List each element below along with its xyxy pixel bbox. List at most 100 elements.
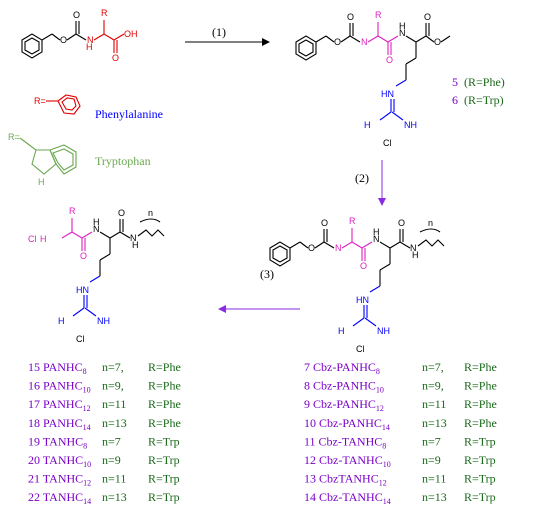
svg-text:R: R bbox=[375, 10, 382, 20]
svg-text:H: H bbox=[399, 21, 406, 31]
compound-n: n=9 bbox=[422, 453, 441, 467]
compound-row: 18 PANHC14 bbox=[28, 416, 91, 432]
compound-n: n=9 bbox=[102, 453, 121, 467]
compound-r: R=Trp bbox=[464, 490, 496, 504]
compound-n: n=7 bbox=[102, 434, 121, 448]
compound-r: R=Phe bbox=[148, 416, 181, 430]
step-2-label: (2) bbox=[355, 171, 369, 185]
final-amphiphile: Cl H R O N H O N H n HN H NH Cl bbox=[28, 206, 165, 344]
svg-text:NH: NH bbox=[377, 326, 390, 336]
cbz-amino-acid: O O H N R O OH bbox=[21, 8, 138, 63]
compound-row: 7 Cbz-PANHC8 bbox=[304, 360, 380, 376]
step-3-label: (3) bbox=[260, 267, 274, 281]
compound-r: R=Trp bbox=[148, 434, 180, 448]
svg-text:O: O bbox=[321, 218, 328, 228]
svg-text:N: N bbox=[130, 233, 137, 243]
compound-r: R=Phe bbox=[148, 360, 181, 374]
step-1-label: (1) bbox=[212, 25, 226, 39]
svg-text:NH: NH bbox=[97, 316, 110, 326]
svg-text:n: n bbox=[428, 218, 433, 228]
compound-r: R=Trp bbox=[464, 472, 496, 486]
svg-text:O: O bbox=[424, 12, 431, 22]
tryptophan-sidechain: R= H Tryptophan bbox=[8, 132, 151, 187]
compound-n: n=11 bbox=[422, 397, 446, 411]
acid-oh: OH bbox=[124, 29, 138, 39]
compound-n: n=13 bbox=[422, 490, 447, 504]
svg-text:H: H bbox=[132, 240, 139, 250]
protected-compound-list: 7 Cbz-PANHC8 n=7, R=Phe 8 Cbz-PANHC10 n=9, R=… bbox=[304, 360, 497, 505]
svg-text:H: H bbox=[412, 250, 419, 260]
compound-n: n=13 bbox=[102, 416, 127, 430]
compound-row: 9 Cbz-PANHC12 bbox=[304, 397, 384, 413]
compound-n: n=13 bbox=[102, 490, 127, 504]
svg-text:HN: HN bbox=[356, 295, 369, 305]
compound-r: R=Phe bbox=[148, 397, 181, 411]
compound-n: n=11 bbox=[102, 397, 126, 411]
compound-r: R=Trp bbox=[148, 453, 180, 467]
compound-n: n=11 bbox=[422, 472, 446, 486]
tryptophan-label: Tryptophan bbox=[95, 154, 151, 168]
compound-row: 17 PANHC12 bbox=[28, 397, 91, 413]
svg-text:O: O bbox=[434, 37, 441, 47]
compound-row: 22 TANHC14 bbox=[28, 490, 91, 505]
compound-row: 8 Cbz-PANHC10 bbox=[304, 379, 384, 395]
compound-n: n=7 bbox=[422, 434, 441, 448]
compound-row: 20 TANHC10 bbox=[28, 453, 91, 469]
svg-text:R: R bbox=[69, 206, 76, 216]
final-compound-list: 15 PANHC8 n=7, R=Phe 16 PANHC10 n=9, R=Phe 17 … bbox=[28, 360, 181, 505]
compound-r: R=Phe bbox=[464, 397, 497, 411]
svg-text:O: O bbox=[80, 251, 87, 261]
phenylalanine-label: Phenylalanine bbox=[95, 107, 163, 121]
svg-text:H: H bbox=[338, 326, 345, 336]
svg-text:N: N bbox=[399, 28, 406, 38]
svg-text:Cl: Cl bbox=[28, 234, 37, 244]
carbonyl-o: O bbox=[73, 10, 80, 20]
compound-n: n=13 bbox=[422, 416, 447, 430]
svg-text:HN: HN bbox=[76, 285, 89, 295]
svg-text:H: H bbox=[373, 227, 380, 237]
r-group: R bbox=[101, 8, 108, 18]
acid-o: O bbox=[112, 53, 119, 63]
svg-text:Cl: Cl bbox=[76, 334, 85, 344]
compound-n: n=7, bbox=[102, 360, 124, 374]
svg-text:O: O bbox=[308, 243, 315, 253]
svg-text:O: O bbox=[347, 12, 354, 22]
compound-r: R=Trp bbox=[148, 472, 180, 486]
compound-row: 10 Cbz-PANHC14 bbox=[304, 416, 390, 432]
svg-text:Cl: Cl bbox=[383, 138, 392, 148]
compound-n: n=9, bbox=[102, 379, 124, 393]
compound-row: 13 CbzTANHC12 bbox=[304, 472, 387, 488]
svg-text:N: N bbox=[373, 234, 380, 244]
compound-row: 15 PANHC8 bbox=[28, 360, 87, 376]
svg-text:N: N bbox=[335, 243, 342, 253]
compound-n: n=11 bbox=[102, 472, 126, 486]
compound-row: 21 TANHC12 bbox=[28, 472, 91, 488]
ester-o: O bbox=[60, 35, 67, 45]
svg-text:R=: R= bbox=[34, 96, 46, 106]
compound-r: R=Trp bbox=[464, 434, 496, 448]
compound-r: R=Phe bbox=[464, 416, 497, 430]
compound-r: R=Phe bbox=[464, 379, 497, 393]
compound-row: 16 PANHC10 bbox=[28, 379, 91, 395]
svg-text:R=: R= bbox=[8, 132, 20, 142]
compound-r: R=Phe bbox=[464, 360, 497, 374]
svg-text:NH: NH bbox=[404, 120, 417, 130]
svg-text:N: N bbox=[93, 224, 100, 234]
compound-row: 14 Cbz-TANHC14 bbox=[304, 490, 391, 505]
compound-n: n=7, bbox=[422, 360, 444, 374]
nh-n: N bbox=[87, 35, 94, 45]
intermediate-dipeptide: O O N R O N H O O HN H NH C bbox=[295, 10, 505, 148]
compound-r: R=Phe bbox=[148, 379, 181, 393]
nh-h: H bbox=[86, 42, 93, 52]
compound-row: 19 TANHC8 bbox=[28, 434, 87, 450]
svg-text:H: H bbox=[364, 120, 371, 130]
svg-text:H: H bbox=[93, 217, 100, 227]
svg-text:H: H bbox=[58, 316, 65, 326]
intermediate-5-label: 5 (R=Phe) bbox=[452, 75, 505, 89]
phenylalanine-sidechain: R= Phenylalanine bbox=[34, 94, 163, 121]
compound-row: 11 Cbz-TANHC8 bbox=[304, 434, 386, 450]
svg-text:Cl: Cl bbox=[356, 344, 365, 354]
svg-text:N: N bbox=[410, 243, 417, 253]
compound-row: 12 Cbz-TANHC10 bbox=[304, 453, 391, 469]
compound-n: n=9, bbox=[422, 379, 444, 393]
